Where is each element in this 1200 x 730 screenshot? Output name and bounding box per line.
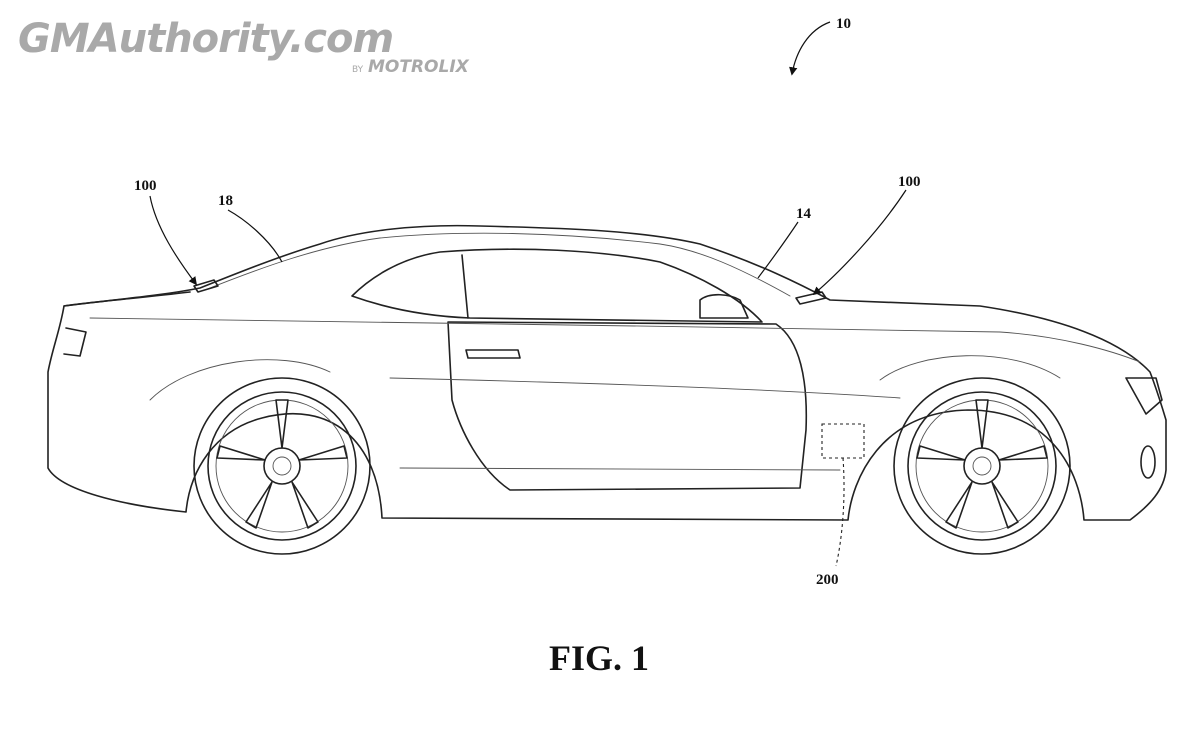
shoulder-line bbox=[89, 317, 1141, 363]
module-box bbox=[821, 423, 865, 459]
label-windshield: 14 bbox=[796, 206, 812, 222]
taillight bbox=[63, 327, 87, 357]
label-sensor-rear: 100 bbox=[134, 178, 157, 194]
trunk-edge bbox=[63, 291, 191, 307]
b-pillar bbox=[461, 254, 469, 319]
leader-vehicle bbox=[789, 21, 831, 76]
side-mirror bbox=[699, 293, 749, 319]
rocker-line bbox=[399, 467, 841, 471]
watermark-sub-text: MOTROLIX bbox=[368, 57, 470, 77]
door-outline bbox=[447, 321, 808, 491]
rear-fender-line bbox=[149, 359, 331, 401]
label-sensor-front: 100 bbox=[898, 174, 921, 190]
car-body-outline bbox=[47, 224, 1167, 521]
side-window bbox=[351, 248, 763, 323]
label-module: 200 bbox=[816, 572, 839, 588]
front-sensor bbox=[795, 291, 827, 305]
reference-labels: 10 100 18 14 100 200 bbox=[134, 16, 921, 588]
watermark-main-text: GMAuthority.com bbox=[18, 16, 393, 62]
figure-caption: FIG. 1 bbox=[549, 638, 649, 678]
headlamp bbox=[1125, 377, 1163, 415]
module-leader bbox=[835, 457, 845, 567]
leader-windshield bbox=[757, 221, 799, 279]
front-fender-line bbox=[879, 355, 1061, 381]
rear-wheel bbox=[193, 377, 371, 555]
watermark-by-text: BY bbox=[352, 65, 364, 75]
leader-sensor-rear bbox=[149, 195, 198, 286]
watermark-logo: GMAuthority.com BY MOTROLIX bbox=[18, 16, 470, 77]
fog-lamp bbox=[1140, 445, 1156, 479]
leader-rear-glass bbox=[227, 209, 283, 263]
label-vehicle: 10 bbox=[836, 16, 851, 32]
front-wheel bbox=[893, 377, 1071, 555]
roof-line bbox=[204, 232, 791, 297]
label-rear-glass: 18 bbox=[218, 193, 233, 209]
leader-sensor-front bbox=[812, 189, 907, 296]
rear-sensor bbox=[193, 279, 219, 293]
car-drawing bbox=[47, 224, 1167, 567]
door-handle bbox=[465, 349, 521, 359]
belt-line bbox=[389, 377, 901, 399]
